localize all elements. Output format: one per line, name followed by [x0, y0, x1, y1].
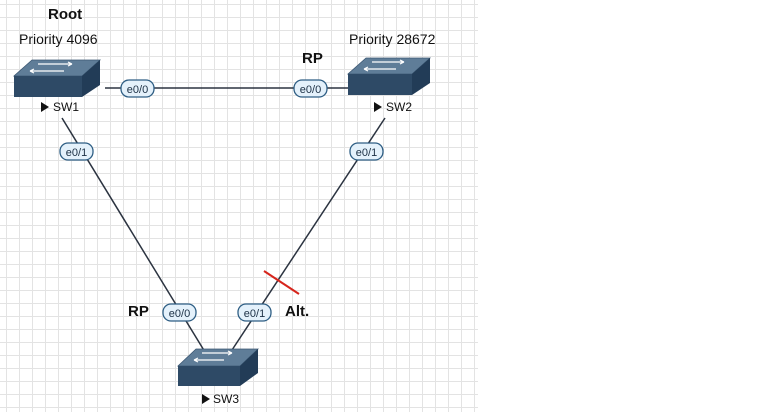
port-sw2-e00[interactable]: e0/0 — [293, 79, 328, 98]
sw3-name: SW3 — [213, 392, 240, 406]
diagram-canvas: e0/0 e0/0 e0/1 e0/1 e0/0 e0/1 Root Prior… — [0, 0, 478, 412]
sw3-alt-label: Alt. — [285, 303, 310, 320]
port-sw3-e00[interactable]: e0/0 — [162, 303, 197, 322]
sw1-name: SW1 — [53, 100, 80, 114]
port-label: e0/0 — [169, 308, 190, 320]
sw3-rp-label: RP — [128, 303, 149, 320]
port-label: e0/0 — [300, 84, 321, 96]
sw2-pointer-icon — [374, 102, 382, 112]
port-sw1-e00[interactable]: e0/0 — [120, 79, 155, 98]
sw3-pointer-icon — [202, 394, 210, 404]
port-sw1-e01[interactable]: e0/1 — [59, 142, 94, 161]
port-label: e0/1 — [356, 147, 377, 159]
sw2-rp-label: RP — [302, 50, 323, 67]
switch-sw3[interactable] — [176, 348, 260, 386]
switch-sw1[interactable] — [12, 59, 102, 97]
switch-sw2[interactable] — [346, 57, 432, 95]
sw1-priority: Priority 4096 — [19, 31, 98, 47]
port-sw2-e01[interactable]: e0/1 — [349, 142, 384, 161]
sw1-pointer-icon — [41, 102, 49, 112]
port-label: e0/1 — [244, 308, 265, 320]
port-label: e0/0 — [127, 84, 148, 96]
topology-diagram: e0/0 e0/0 e0/1 e0/1 e0/0 e0/1 — [12, 57, 432, 404]
sw2-priority: Priority 28672 — [349, 31, 436, 47]
blocked-port-mark — [263, 270, 300, 295]
port-label: e0/1 — [66, 147, 87, 159]
root-label: Root — [48, 6, 83, 23]
sw2-name: SW2 — [386, 100, 413, 114]
port-sw3-e01[interactable]: e0/1 — [237, 303, 272, 322]
